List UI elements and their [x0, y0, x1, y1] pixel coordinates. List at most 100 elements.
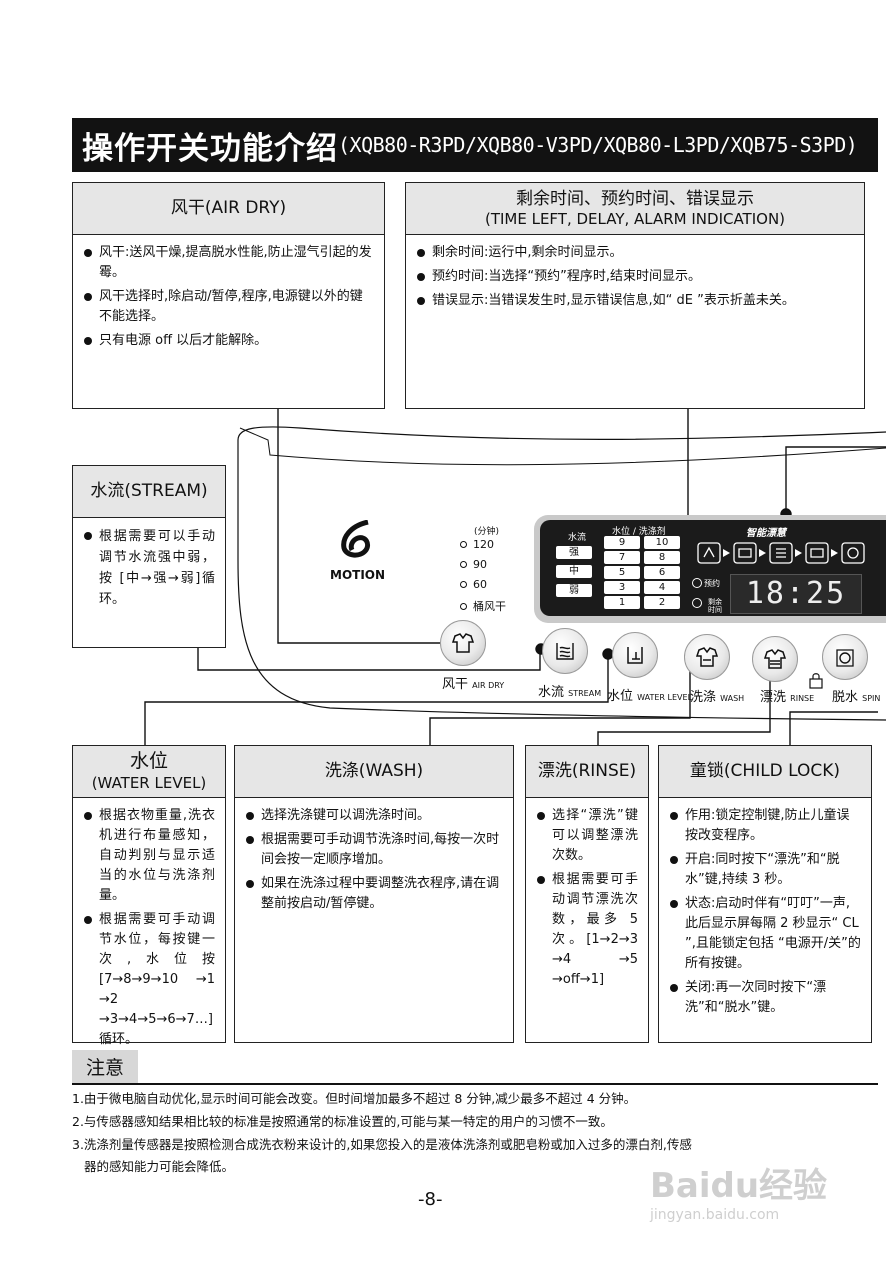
- time-left-heading-en: (TIME LEFT, DELAY, ALARM INDICATION): [484, 209, 786, 228]
- spin-button-label: 脱水 SPIN: [832, 690, 881, 705]
- shirt-wind-icon: [451, 633, 475, 653]
- list-item: 根据需要可以手动调节水流强中弱，按 [中→强→弱]循环。: [83, 526, 215, 610]
- level-key-7[interactable]: 7: [604, 551, 640, 564]
- stream-key-medium[interactable]: 中: [556, 565, 592, 578]
- notes-divider: [72, 1083, 878, 1085]
- model-list: (XQB80-R3PD/XQB80-V3PD/XQB80-L3PD/XQB75-…: [338, 133, 858, 157]
- delay-label: 预约: [704, 579, 720, 588]
- timer-icon: [692, 598, 702, 608]
- level-key-6[interactable]: 6: [644, 566, 680, 579]
- notes-heading: 注意: [72, 1050, 138, 1083]
- wash-button[interactable]: [684, 634, 730, 680]
- stream-heading: 水流(STREAM): [73, 466, 225, 518]
- list-item: 根据需要可手动调节洗涤时间,每按一次时间会按一定顺序增加。: [245, 830, 503, 870]
- program-icons-row: [696, 540, 886, 566]
- level-key-8[interactable]: 8: [644, 551, 680, 564]
- remain-label: 剩余时间: [708, 598, 722, 614]
- water-level-list: 根据衣物重量,洗衣机进行布量感知，自动判别与显示适当的水位与洗涤剂量。 根据需要…: [73, 798, 225, 1050]
- baidu-watermark: Baidu经验 jingyan.baidu.com: [650, 1158, 827, 1223]
- time-display: 18:25: [730, 574, 862, 614]
- water-level-heading: 水位 (WATER LEVEL): [73, 746, 225, 798]
- note-line-4: 器的感知能力可能会降低。: [84, 1159, 235, 1174]
- level-key-4[interactable]: 4: [644, 581, 680, 594]
- level-key-2[interactable]: 2: [644, 596, 680, 609]
- rinse-list: 选择“漂洗”键可以调整漂洗次数。 根据需要可手动调节漂洗次数，最多 5 次。[1…: [526, 798, 648, 990]
- child-lock-box: 童锁(CHILD LOCK) 作用:锁定控制键,防止儿童误按改变程序。 开启:同…: [658, 745, 872, 1043]
- list-item: 选择“漂洗”键可以调整漂洗次数。: [536, 806, 638, 866]
- page-title: 操作开关功能介绍: [82, 130, 338, 167]
- six-motion-icon: [341, 520, 371, 558]
- logo-text: MOTION: [330, 568, 386, 582]
- dry-time-120: 120: [460, 538, 494, 551]
- dry-time-90: 90: [460, 558, 487, 571]
- wash-button-label: 洗涤 WASH: [690, 690, 745, 705]
- water-level-button-label: 水位 WATER LEVEL: [607, 689, 693, 704]
- time-left-list: 剩余时间:运行中,剩余时间显示。 预约时间:当选择“预约”程序时,结束时间显示。…: [406, 235, 864, 311]
- stream-key-weak[interactable]: 弱: [556, 584, 592, 597]
- water-stream-icon: [556, 643, 574, 660]
- child-lock-icon: [809, 673, 823, 689]
- rinse-shirt-icon: [763, 649, 787, 669]
- list-item: 开启:同时按下“漂洗”和“脱水”键,持续 3 秒。: [669, 850, 861, 890]
- note-line-1: 1.由于微电脑自动优化,显示时间可能会改变。但时间增加最多不超过 8 分钟,减少…: [72, 1091, 637, 1106]
- time-unit-label: (分钟): [474, 527, 500, 537]
- rinse-button-label: 漂洗 RINSE: [760, 690, 815, 705]
- program-label: 智能漂慧: [746, 528, 786, 539]
- level-key-1[interactable]: 1: [604, 596, 640, 609]
- water-level-button[interactable]: [612, 632, 658, 678]
- air-dry-button[interactable]: [440, 620, 486, 666]
- list-item: 根据需要可手动调节水位，每按键一次,水位按[7→8→9→10 →1 →2 →3→…: [83, 910, 215, 1050]
- page-title-bar: 操作开关功能介绍 (XQB80-R3PD/XQB80-V3PD/XQB80-L3…: [72, 118, 878, 172]
- water-level-heading-cn: 水位: [129, 750, 168, 773]
- list-item: 状态:启动时伴有“叮叮”一声,此后显示屏每隔 2 秒显示“ CL ”,且能锁定包…: [669, 894, 861, 974]
- dry-tub: 桶风干: [460, 598, 506, 614]
- wash-box: 洗涤(WASH) 选择洗涤键可以调洗涤时间。 根据需要可手动调节洗涤时间,每按一…: [234, 745, 514, 1043]
- motion-logo: MOTION: [330, 520, 390, 582]
- list-item: 错误显示:当错误发生时,显示错误信息,如“ dE ”表示折盖未关。: [416, 291, 854, 311]
- rinse-button[interactable]: [752, 636, 798, 682]
- air-dry-list: 风干:送风干燥,提高脱水性能,防止湿气引起的发霉。 风干选择时,除启动/暂停,程…: [73, 235, 384, 351]
- air-dry-heading: 风干(AIR DRY): [73, 183, 384, 235]
- page-number: -8-: [418, 1189, 443, 1210]
- child-lock-heading: 童锁(CHILD LOCK): [659, 746, 871, 798]
- rinse-heading: 漂洗(RINSE): [526, 746, 648, 798]
- dry-time-60: 60: [460, 578, 487, 591]
- wash-list: 选择洗涤键可以调洗涤时间。 根据需要可手动调节洗涤时间,每按一次时间会按一定顺序…: [235, 798, 513, 914]
- display-panel: 水流 强 中 弱 水位 / 洗涤剂 9 7 5 3 1 10 8 6 4 2 智…: [540, 520, 886, 616]
- stream-button-label: 水流 STREAM: [538, 685, 602, 700]
- level-key-10[interactable]: 10: [644, 536, 680, 549]
- list-item: 预约时间:当选择“预约”程序时,结束时间显示。: [416, 267, 854, 287]
- program-steps-icon: [697, 542, 865, 564]
- watermark-url: jingyan.baidu.com: [650, 1207, 780, 1223]
- water-level-icon: [627, 647, 643, 664]
- time-left-heading-cn: 剩余时间、预约时间、错误显示: [516, 188, 754, 209]
- level-panel-label: 水位 / 洗涤剂: [612, 527, 666, 537]
- child-lock-list: 作用:锁定控制键,防止儿童误按改变程序。 开启:同时按下“漂洗”和“脱水”键,持…: [659, 798, 871, 1018]
- rinse-box: 漂洗(RINSE) 选择“漂洗”键可以调整漂洗次数。 根据需要可手动调节漂洗次数…: [525, 745, 649, 1043]
- list-item: 选择洗涤键可以调洗涤时间。: [245, 806, 503, 826]
- wash-shirt-icon: [695, 647, 719, 667]
- stream-list: 根据需要可以手动调节水流强中弱，按 [中→强→弱]循环。: [73, 518, 225, 610]
- list-item: 风干选择时,除启动/暂停,程序,电源键以外的键不能选择。: [83, 287, 374, 327]
- stream-box: 水流(STREAM) 根据需要可以手动调节水流强中弱，按 [中→强→弱]循环。: [72, 465, 226, 648]
- list-item: 如果在洗涤过程中要调整洗衣程序,请在调整前按启动/暂停键。: [245, 874, 503, 914]
- level-key-5[interactable]: 5: [604, 566, 640, 579]
- spin-drum-icon: [836, 649, 854, 667]
- list-item: 关闭:再一次同时按下“漂洗”和“脱水”键。: [669, 978, 861, 1018]
- note-line-3: 3.洗涤剂量传感器是按照检测合成洗衣粉来设计的,如果您投入的是液体洗涤剂或肥皂粉…: [72, 1137, 692, 1152]
- spin-button[interactable]: [822, 634, 868, 680]
- air-dry-box: 风干(AIR DRY) 风干:送风干燥,提高脱水性能,防止湿气引起的发霉。 风干…: [72, 182, 385, 409]
- stream-button[interactable]: [542, 628, 588, 674]
- level-key-3[interactable]: 3: [604, 581, 640, 594]
- list-item: 根据衣物重量,洗衣机进行布量感知，自动判别与显示适当的水位与洗涤剂量。: [83, 806, 215, 906]
- stream-key-strong[interactable]: 强: [556, 546, 592, 559]
- air-dry-button-label: 风干 AIR DRY: [442, 677, 505, 692]
- watermark-brand: Baidu经验: [650, 1166, 828, 1206]
- time-left-box: 剩余时间、预约时间、错误显示 (TIME LEFT, DELAY, ALARM …: [405, 182, 865, 409]
- note-line-2: 2.与传感器感知结果相比较的标准是按照通常的标准设置的,可能与某一特定的用户的习…: [72, 1114, 613, 1129]
- water-level-heading-en: (WATER LEVEL): [91, 774, 207, 792]
- list-item: 风干:送风干燥,提高脱水性能,防止湿气引起的发霉。: [83, 243, 374, 283]
- level-key-9[interactable]: 9: [604, 536, 640, 549]
- water-level-box: 水位 (WATER LEVEL) 根据衣物重量,洗衣机进行布量感知，自动判别与显…: [72, 745, 226, 1047]
- time-left-heading: 剩余时间、预约时间、错误显示 (TIME LEFT, DELAY, ALARM …: [406, 183, 864, 235]
